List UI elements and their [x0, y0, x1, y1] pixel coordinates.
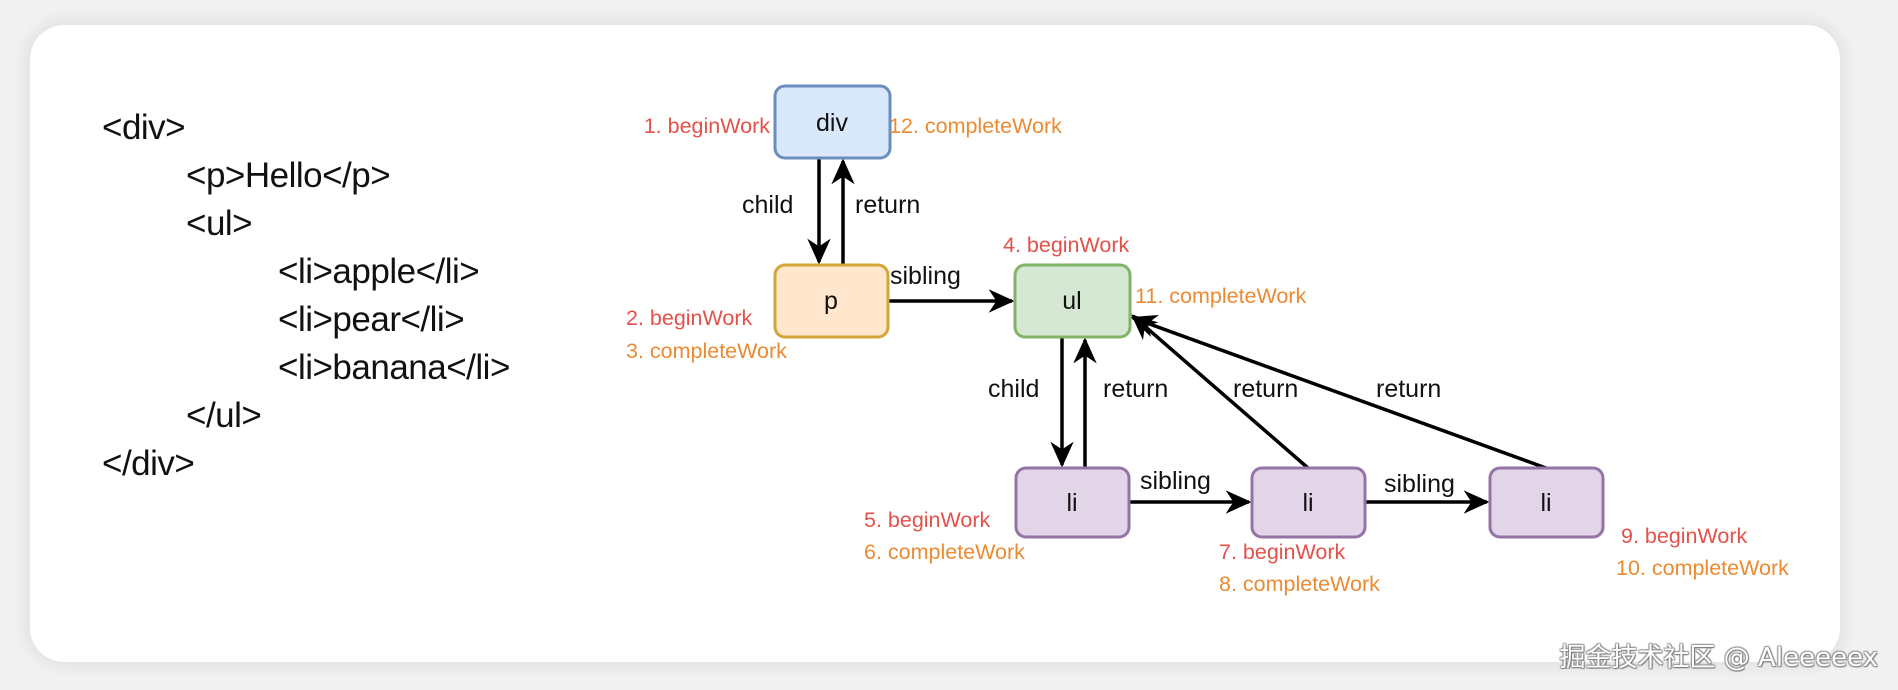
edge-label-return: return [1233, 375, 1298, 403]
node-ul-label: ul [1062, 287, 1081, 315]
node-ul-box [1013, 263, 1132, 339]
node-p-box [773, 263, 890, 339]
code-line: <div> [102, 108, 186, 147]
node-div: div [773, 84, 892, 160]
complete-work-label: 11. completeWork [1135, 284, 1307, 308]
node-p: p [773, 263, 890, 339]
begin-work-label: 1. beginWork [644, 114, 771, 138]
code-line: </ul> [186, 396, 262, 435]
complete-work-label: 12. completeWork [889, 114, 1062, 138]
edge-label-return: return [1103, 375, 1168, 403]
edge-li2-ul-return [1131, 314, 1310, 470]
node-li-2: li [1250, 466, 1367, 539]
edge-label-child: child [742, 191, 793, 219]
edge-label-sibling: sibling [890, 262, 961, 290]
edge-label-return: return [855, 191, 920, 219]
watermark: 掘金技术社区 @ Aleeeeex [1559, 643, 1878, 673]
slide-card [30, 25, 1840, 662]
node-li-2-label: li [1302, 489, 1313, 517]
code-line: <li>pear</li> [278, 300, 465, 339]
code-line: <li>banana</li> [278, 348, 510, 387]
code-line: <ul> [186, 204, 253, 243]
node-li-1-box [1014, 466, 1131, 539]
begin-work-label: 7. beginWork [1219, 540, 1346, 564]
complete-work-label: 8. completeWork [1219, 572, 1380, 596]
edge-label-child: child [988, 375, 1039, 403]
node-li-1-label: li [1066, 489, 1077, 517]
edge-label-sibling: sibling [1384, 470, 1455, 498]
node-li-1: li [1014, 466, 1131, 539]
edge-li3-ul-return [1130, 314, 1547, 470]
node-li-3: li [1488, 466, 1605, 539]
begin-work-label: 9. beginWork [1621, 524, 1748, 548]
code-line: <li>apple</li> [278, 252, 480, 291]
node-div-box [773, 84, 892, 160]
node-p-label: p [824, 287, 838, 315]
complete-work-label: 10. completeWork [1616, 556, 1789, 580]
code-line: <p>Hello</p> [186, 156, 391, 195]
complete-work-label: 6. completeWork [864, 540, 1025, 564]
node-div-label: div [816, 109, 848, 137]
complete-work-label: 3. completeWork [626, 339, 787, 363]
begin-work-label: 4. beginWork [1003, 233, 1130, 257]
begin-work-label: 5. beginWork [864, 508, 991, 532]
node-li-3-box [1488, 466, 1605, 539]
node-li-2-box [1250, 466, 1367, 539]
node-li-3-label: li [1540, 489, 1551, 517]
edge-label-return: return [1376, 375, 1441, 403]
begin-work-label: 2. beginWork [626, 306, 753, 330]
node-ul: ul [1013, 263, 1132, 339]
code-line: </div> [102, 444, 195, 483]
edge-label-sibling: sibling [1140, 467, 1211, 495]
